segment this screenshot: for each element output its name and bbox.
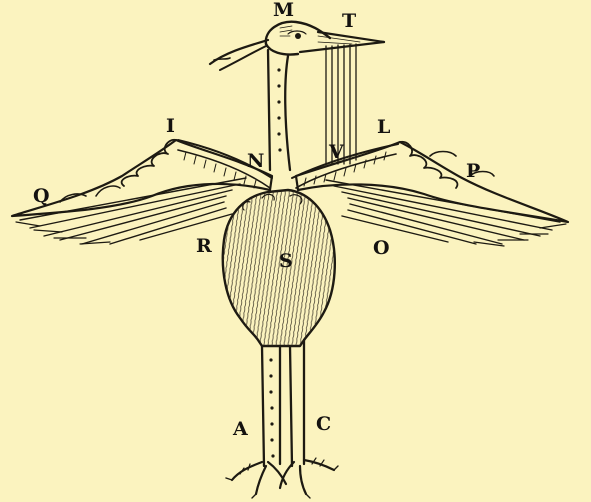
crest-plume: [210, 40, 268, 70]
label-T: T: [342, 12, 356, 31]
bird-legs: [262, 340, 304, 466]
label-I: I: [166, 117, 175, 136]
label-Q: Q: [33, 187, 50, 206]
label-S: S: [279, 252, 293, 271]
label-L: L: [377, 118, 390, 137]
label-C: C: [316, 415, 331, 434]
label-N: N: [247, 152, 264, 171]
label-O: O: [373, 239, 390, 258]
label-P: P: [466, 162, 480, 181]
bird-feet: [226, 458, 338, 498]
label-V: V: [329, 143, 344, 162]
label-R: R: [196, 237, 212, 256]
label-M: M: [273, 1, 294, 20]
label-A: A: [233, 420, 248, 439]
bird-neck: [268, 50, 290, 170]
bird-beak: [300, 32, 384, 52]
